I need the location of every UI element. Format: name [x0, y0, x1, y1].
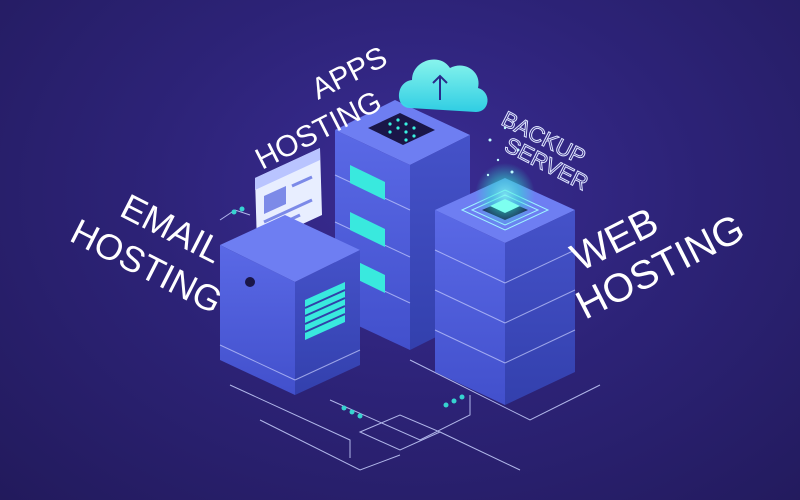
email-server: [219, 215, 361, 395]
chip-grid-icon: [368, 113, 435, 145]
backup-glow-icon: [460, 126, 550, 231]
circuit-lines: [219, 206, 601, 471]
document-window-icon: [255, 148, 322, 245]
cloud-upload-icon: [398, 59, 488, 112]
web-server: [434, 126, 576, 405]
